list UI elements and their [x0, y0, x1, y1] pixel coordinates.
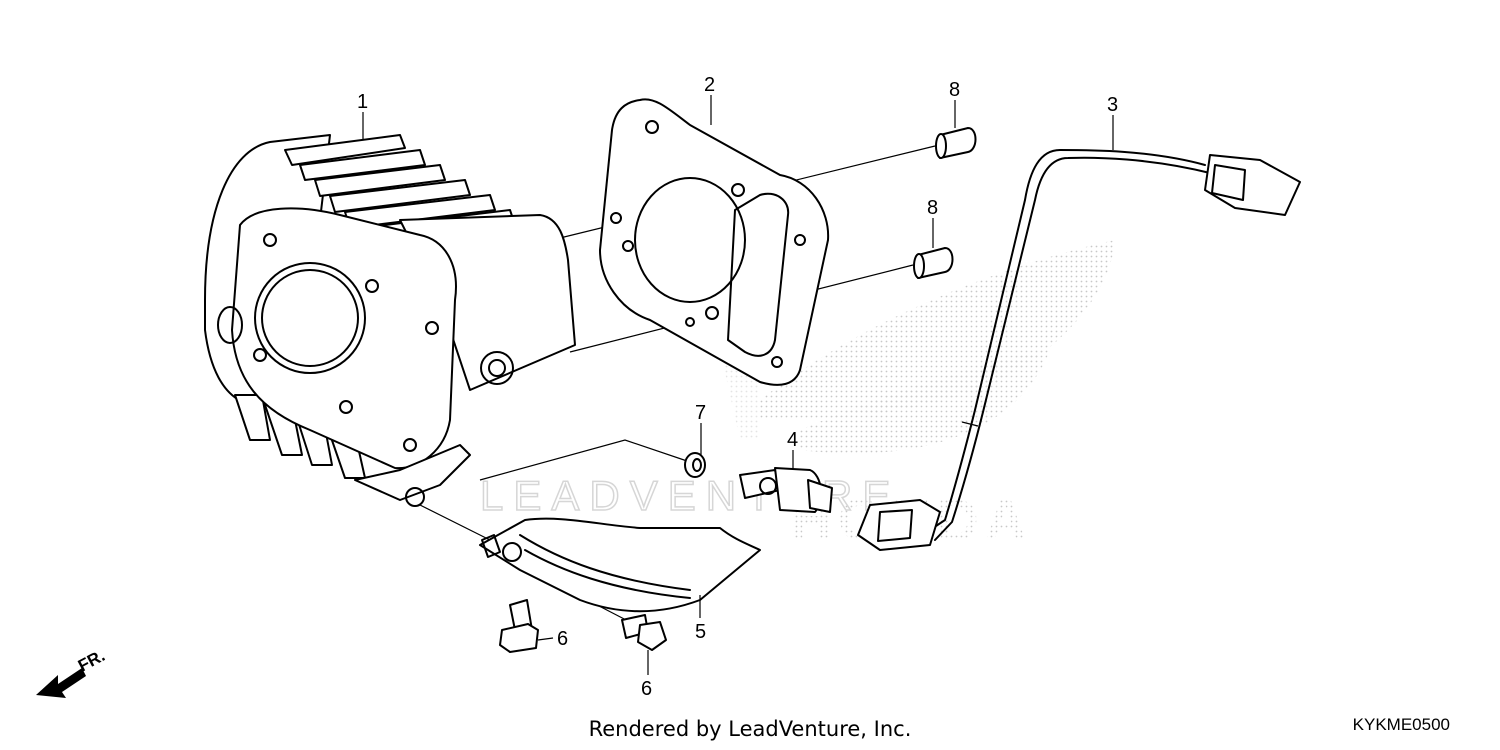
callout-3: 3: [1107, 94, 1118, 116]
guard-part[interactable]: [479, 517, 761, 613]
flange-bolt-right[interactable]: [621, 614, 667, 651]
callout-6-left: 6: [557, 628, 568, 650]
callout-5: 5: [695, 621, 706, 643]
callout-2: 2: [704, 74, 715, 96]
callout-8-upper: 8: [949, 79, 960, 101]
temperature-sensor-part[interactable]: [739, 467, 833, 513]
leader-lines: [362, 95, 1114, 675]
callout-6-right: 6: [641, 678, 652, 700]
callout-1: 1: [357, 91, 368, 113]
render-credit: Rendered by LeadVenture, Inc.: [588, 717, 912, 741]
diagram-code: KYKME0500: [1352, 715, 1450, 734]
callout-8-lower: 8: [927, 197, 938, 219]
flange-bolt-left[interactable]: [499, 599, 539, 653]
sensor-harness-part[interactable]: [857, 149, 1301, 551]
leadventure-watermark: LEADVENTURE: [480, 472, 900, 519]
gasket-part[interactable]: [599, 98, 830, 386]
front-direction-arrow-icon: [36, 668, 86, 698]
dowel-pin-upper[interactable]: [935, 127, 977, 159]
washer-part[interactable]: [684, 452, 706, 478]
callout-4: 4: [787, 429, 798, 451]
dowel-pin-lower[interactable]: [913, 247, 954, 279]
callout-7: 7: [695, 402, 706, 424]
cylinder-part[interactable]: [204, 134, 576, 507]
